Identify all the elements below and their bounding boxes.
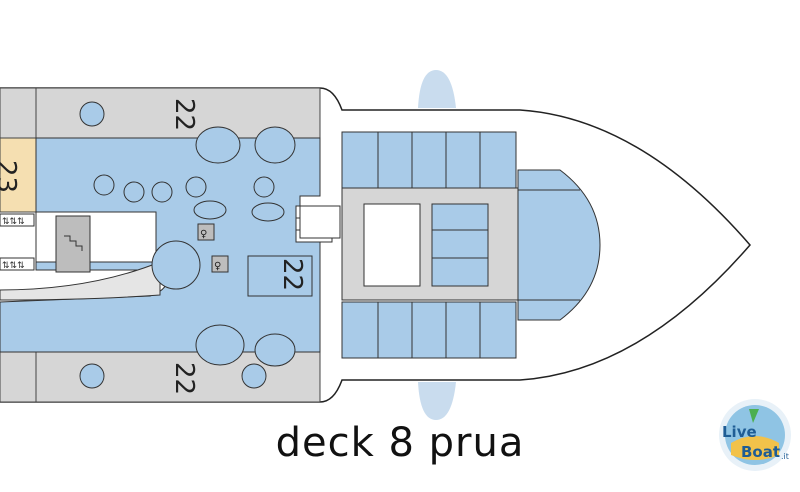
svg-text:⇅⇅⇅: ⇅⇅⇅ xyxy=(2,217,25,227)
deck-title: deck 8 prua xyxy=(275,420,525,466)
svg-text:Live: Live xyxy=(722,423,757,441)
zone-label-left: 23 xyxy=(0,160,21,193)
svg-text:♀: ♀ xyxy=(200,229,207,240)
stairs-block xyxy=(55,215,91,273)
svg-text:.it: .it xyxy=(781,452,789,461)
stairs-icon xyxy=(64,235,83,251)
svg-text:Boat: Boat xyxy=(741,443,780,461)
cabins-forward-top xyxy=(341,131,517,189)
zone-23-area xyxy=(0,137,37,213)
zone-label-bottom: 22 xyxy=(169,362,199,395)
cabins-forward-bottom xyxy=(341,301,517,359)
stabilizer-fin-bottom xyxy=(418,382,456,420)
liveboat-logo: Live Boat .it xyxy=(719,399,791,471)
svg-text:♀: ♀ xyxy=(214,261,221,272)
bow-room xyxy=(517,169,601,321)
svg-text:⇅⇅⇅: ⇅⇅⇅ xyxy=(2,261,25,271)
zone-label-top: 22 xyxy=(169,98,199,131)
zone-label-middle: 22 xyxy=(277,258,307,291)
stabilizer-fin-top xyxy=(418,70,456,108)
round-tables xyxy=(79,101,296,389)
elevator-icon: ⇅⇅⇅ ⇅⇅⇅ xyxy=(0,213,35,271)
